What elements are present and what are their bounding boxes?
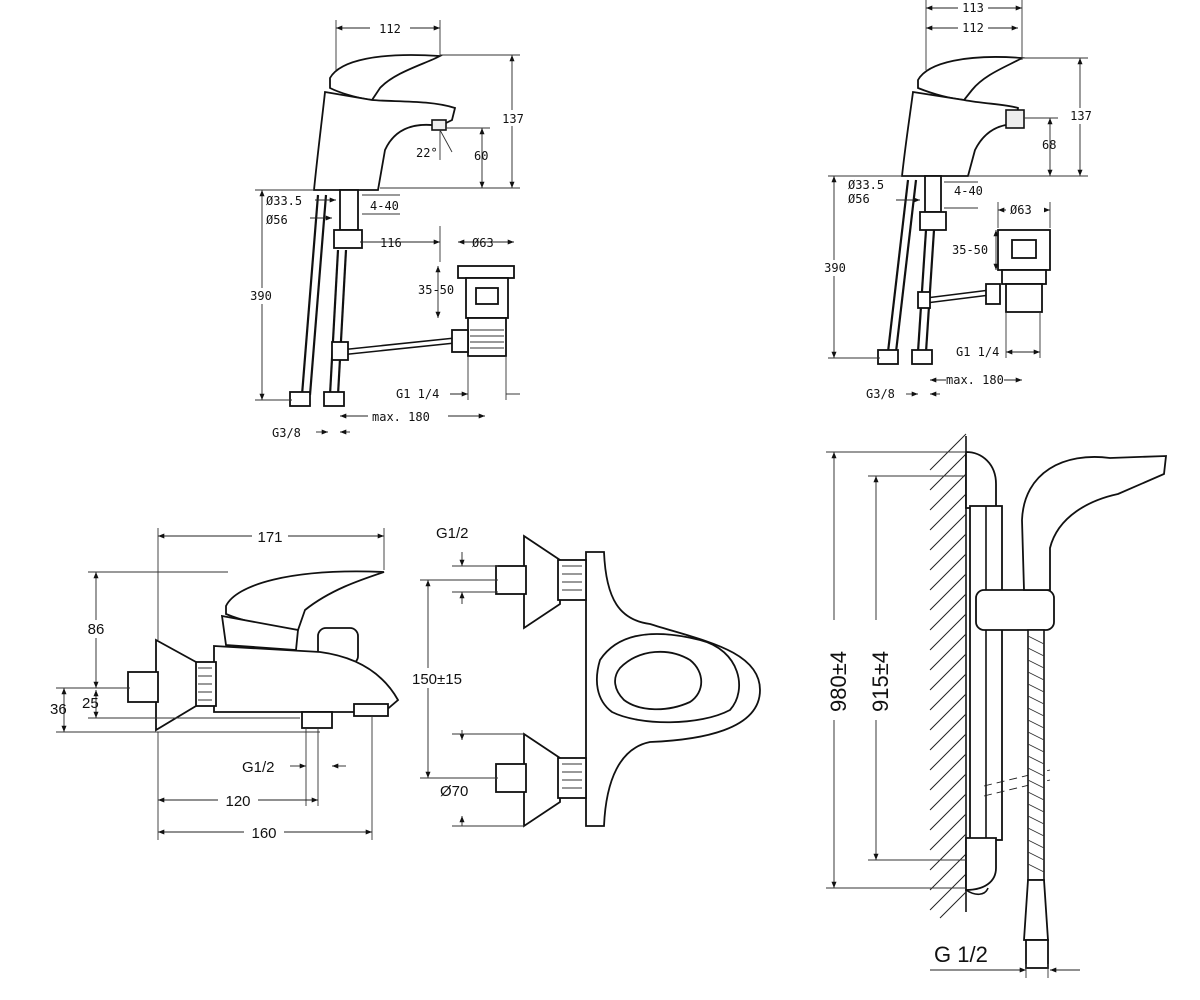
shower-slider xyxy=(975,589,1055,631)
bidet-dim-112: 112 xyxy=(962,21,984,35)
bidet-dim-g3-8: G3/8 xyxy=(866,387,895,401)
basin-dim-35-50: 35-50 xyxy=(418,283,454,297)
shower-dim-g1-2: G 1/2 xyxy=(934,942,988,967)
hand-shower xyxy=(1021,455,1168,591)
basin-popup-rod xyxy=(339,337,456,351)
shower-rail-bracket-top xyxy=(965,451,997,509)
bath-outlet xyxy=(301,711,333,729)
bidet-lever xyxy=(917,56,1026,101)
bath-dim-86: 86 xyxy=(88,621,105,638)
bidet-dim-113: 113 xyxy=(962,1,984,15)
bath-front-rosette-bottom xyxy=(523,732,561,828)
basin-dim-g3-8: G3/8 xyxy=(272,426,301,440)
basin-dim-60: 60 xyxy=(474,149,488,163)
basin-dim-137: 137 xyxy=(502,112,524,126)
bidet-dim-max180: max. 180 xyxy=(946,373,1004,387)
basin-nut xyxy=(333,229,363,249)
bath-dim-171: 171 xyxy=(257,529,282,546)
bidet-dim-137: 137 xyxy=(1070,109,1092,123)
bidet-dim-4-40: 4-40 xyxy=(954,184,983,198)
basin-waste-flange xyxy=(457,265,515,279)
basin-dim-max180: max. 180 xyxy=(372,410,430,424)
bidet-dim-d56: Ø56 xyxy=(848,192,870,206)
bath-inlet-stub xyxy=(127,671,159,703)
basin-dim-4-40: 4-40 xyxy=(370,199,399,213)
bidet-dim-390: 390 xyxy=(824,261,846,275)
bidet-body xyxy=(900,90,1019,177)
bath-dim-160: 160 xyxy=(251,825,276,842)
bidet-dim-d63: Ø63 xyxy=(1010,203,1032,217)
basin-dim-116: 116 xyxy=(380,236,402,250)
bath-front-rosette-top xyxy=(523,534,561,630)
shower-hose xyxy=(1023,629,1049,969)
bath-rosette xyxy=(155,638,197,732)
bath-front-dim-150: 150±15 xyxy=(412,671,462,688)
bath-mixer-front-drawing: G1/2 150±15 Ø70 xyxy=(404,525,761,828)
basin-aerator xyxy=(431,119,447,131)
basin-dim-d56: Ø56 xyxy=(266,213,288,227)
bath-dim-36: 36 xyxy=(50,701,67,718)
basin-dim-d63: Ø63 xyxy=(472,236,494,250)
shower-dim-980: 980±4 xyxy=(826,651,851,712)
bath-front-dim-d70: Ø70 xyxy=(440,783,468,800)
bath-dim-120: 120 xyxy=(225,793,250,810)
bidet-dim-g1-1-4: G1 1/4 xyxy=(956,345,999,359)
shower-dim-915: 915±4 xyxy=(868,651,893,712)
shower-rail-drawing: 980±4 915±4 G 1/2 xyxy=(820,433,1168,978)
bidet-dim-35-50: 35-50 xyxy=(952,243,988,257)
bath-mixer-side-drawing: 171 86 36 25 G1/2 120 160 xyxy=(50,526,400,842)
basin-mixer-drawing: 112 137 60 22° 390 Ø33.5 Ø56 4-40 116 Ø6… xyxy=(246,20,526,440)
basin-lever xyxy=(329,54,444,101)
basin-dim-112: 112 xyxy=(379,22,401,36)
bidet-mixer-drawing: 113 112 137 68 390 Ø33.5 Ø56 4-40 Ø63 35… xyxy=(820,0,1094,401)
basin-dim-g1-1-4: G1 1/4 xyxy=(396,387,439,401)
basin-body xyxy=(313,90,457,191)
bath-dim-g1-2: G1/2 xyxy=(242,759,275,776)
basin-dim-390: 390 xyxy=(250,289,272,303)
bidet-shank xyxy=(924,175,942,213)
bidet-dim-68: 68 xyxy=(1042,138,1056,152)
wall-hatching xyxy=(929,433,967,919)
basin-dim-22deg: 22° xyxy=(416,146,438,160)
bath-body xyxy=(213,645,400,713)
shower-rail-bracket-bottom xyxy=(965,837,997,891)
bidet-swivel-nozzle xyxy=(1005,109,1025,129)
bath-dim-25: 25 xyxy=(82,695,99,712)
bath-front-dim-g1-2: G1/2 xyxy=(436,525,469,542)
basin-hose-left xyxy=(300,194,320,396)
basin-hose-fitting-right xyxy=(323,391,345,407)
bidet-dim-d33: Ø33.5 xyxy=(848,178,884,192)
basin-shank xyxy=(339,189,359,231)
basin-hose-fitting-left xyxy=(289,391,311,407)
basin-dim-d33: Ø33.5 xyxy=(266,194,302,208)
basin-hose-right xyxy=(328,249,340,396)
